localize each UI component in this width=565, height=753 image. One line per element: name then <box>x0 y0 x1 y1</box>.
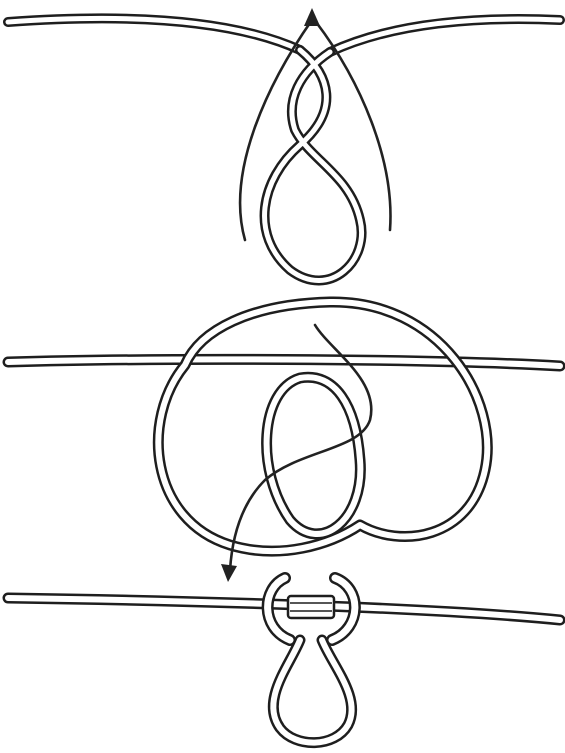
finished-loop <box>273 640 351 743</box>
arrow-head-up-icon <box>304 8 320 26</box>
standing-line-bottom <box>8 598 560 620</box>
standing-line-middle <box>8 359 560 366</box>
standing-line-right <box>330 19 560 52</box>
step-2-panel <box>8 302 560 582</box>
figure-eight-loop <box>265 50 362 280</box>
step-3-panel <box>8 578 560 743</box>
large-outer-loop <box>158 302 487 551</box>
arrow-head-down-icon <box>221 564 237 582</box>
step-1-panel <box>8 8 560 280</box>
standing-line-left <box>8 18 300 50</box>
